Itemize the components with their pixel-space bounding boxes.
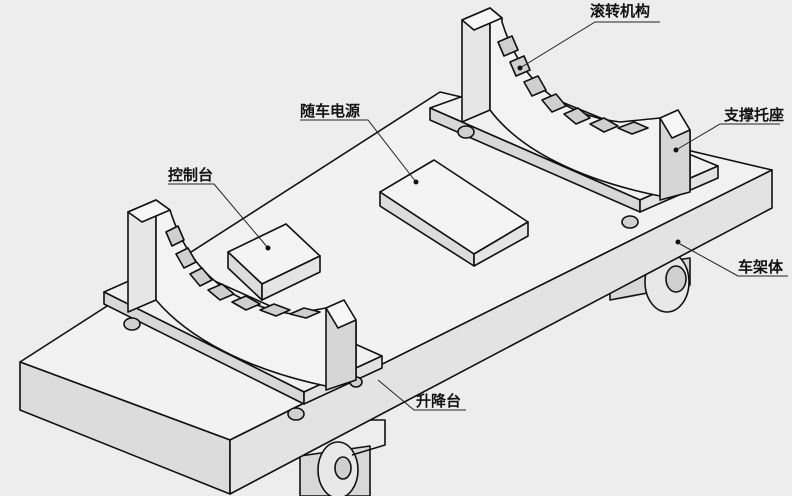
label-lift-platform: 升降台 <box>416 392 461 410</box>
label-support-cradle: 支撑托座 <box>723 106 784 124</box>
leader-console <box>168 183 269 249</box>
support-cradle-rear <box>461 7 691 201</box>
roller-segments-front <box>165 225 321 319</box>
leader-lift <box>377 379 466 411</box>
support-cradle-front <box>127 199 357 391</box>
leader-lines <box>168 21 788 411</box>
control-box <box>227 223 321 301</box>
leader-support <box>675 123 780 151</box>
leader-roller <box>519 21 660 69</box>
label-onboard-power: 随车电源 <box>300 102 360 120</box>
label-frame-body: 车架体 <box>738 258 784 276</box>
roller-segments-rear <box>497 35 649 135</box>
leader-frame <box>679 243 788 277</box>
label-roller-mechanism: 滚转机构 <box>590 2 650 20</box>
leader-power <box>300 119 417 183</box>
label-control-console: 控制台 <box>168 166 213 184</box>
frame-anchor-dot <box>675 239 681 245</box>
wheel-front-left <box>299 419 386 496</box>
